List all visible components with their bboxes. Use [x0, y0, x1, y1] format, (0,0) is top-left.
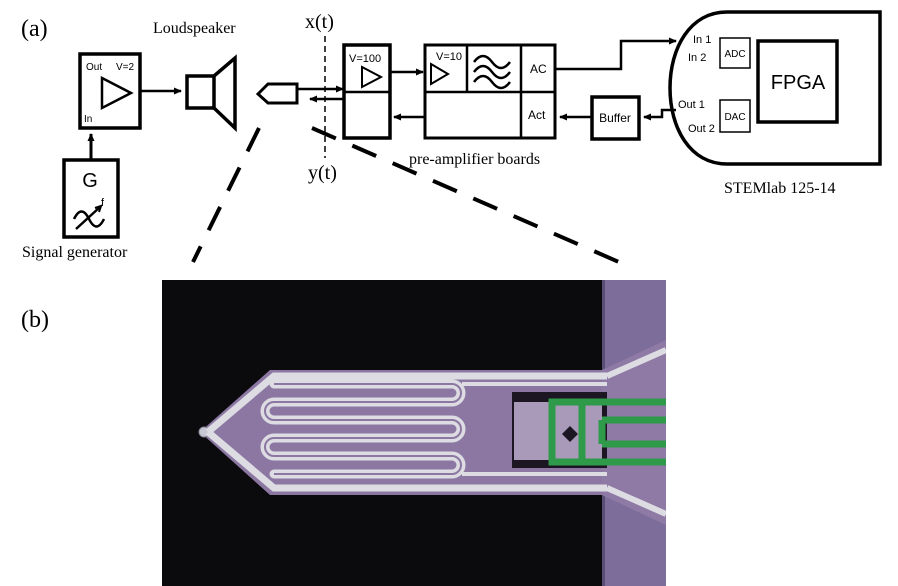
stemlab-board: In 1 In 2 Out 1 Out 2 ADC DAC FPGA [668, 10, 882, 166]
stemlab-out1-label: Out 1 [678, 99, 705, 111]
preamp-stage-2: V=10 AC Act [423, 43, 557, 140]
loudspeaker-icon [185, 54, 237, 133]
adc-block: ADC [719, 37, 751, 69]
signal-generator-caption: Signal generator [22, 244, 128, 261]
zoom-line-left [191, 127, 261, 263]
dac-block: DAC [719, 99, 751, 133]
buffer-block: Buffer [590, 95, 641, 141]
amplifier-triangle-icon [100, 75, 134, 111]
buffer-label: Buffer [599, 111, 631, 125]
adc-label: ADC [724, 49, 745, 60]
panel-b-label: (b) [21, 307, 49, 333]
piezo-diamond [562, 426, 578, 442]
loudspeaker-caption: Loudspeaker [153, 20, 236, 37]
preamp-stage-1: V=100 [342, 43, 392, 140]
stemlab-out2-label: Out 2 [688, 123, 715, 135]
power-amplifier: Out V=2 In [78, 52, 142, 130]
amp-out-label: Out [86, 62, 102, 73]
preamp-2-triangle-icon [430, 62, 450, 86]
stemlab-caption: STEMlab 125-14 [724, 180, 836, 197]
tunable-sine-icon [72, 204, 106, 230]
preamp-gain-100: V=100 [349, 53, 381, 65]
fpga-label: FPGA [771, 72, 826, 94]
preamp-caption: pre-amplifier boards [409, 151, 540, 168]
preamp-gain-10: V=10 [436, 51, 462, 63]
outer-metal-trace [205, 372, 607, 492]
zoom-line-right [311, 126, 629, 268]
panel-a-label: (a) [21, 16, 48, 42]
cantilever-probe-icon [255, 82, 299, 105]
piezo-actuator [548, 398, 666, 466]
bandpass-filter-icon [473, 54, 511, 90]
signal-generator: G f [62, 158, 120, 239]
preamp-act-label: Act [528, 108, 546, 122]
amp-gain-label: V=2 [116, 62, 135, 73]
frequency-label: f [101, 197, 105, 209]
dac-label: DAC [724, 112, 745, 123]
amp-in-label: In [84, 114, 92, 125]
fpga-block: FPGA [756, 39, 839, 124]
preamp-ac-label: AC [530, 62, 547, 76]
preamp-1-triangle-icon [361, 65, 384, 89]
generator-symbol: G [82, 170, 98, 192]
stemlab-in1-label: In 1 [693, 34, 711, 46]
stemlab-in2-label: In 2 [688, 52, 706, 64]
cantilever-micrograph [162, 280, 666, 586]
signal-y-label: y(t) [308, 162, 337, 184]
signal-x-label: x(t) [305, 11, 334, 33]
